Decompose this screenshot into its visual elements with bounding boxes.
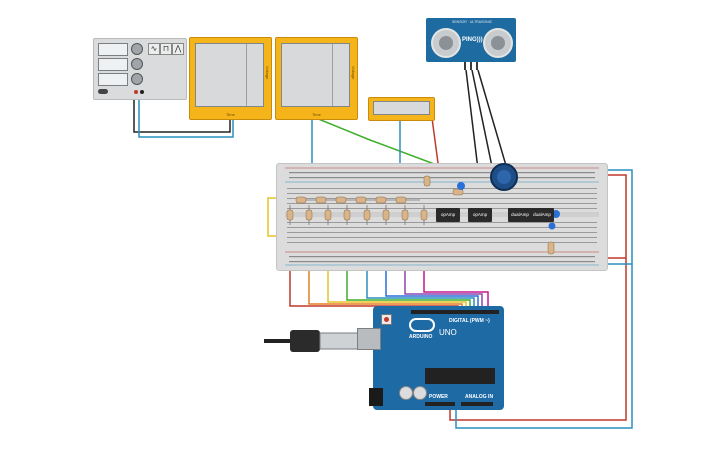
scope-voltage-label: Voltage [265, 66, 270, 80]
resistor[interactable] [343, 209, 351, 221]
scope-trace [332, 44, 333, 106]
resistor[interactable] [420, 209, 428, 221]
resistor[interactable] [547, 241, 555, 255]
fg-terminal-red[interactable] [134, 90, 138, 94]
resistor[interactable] [295, 196, 307, 204]
arduino-uno[interactable]: DIGITAL (PWM ~) ARDUINO UNO POWER ANALOG… [357, 306, 504, 410]
usb-cable[interactable] [262, 326, 362, 356]
resistor[interactable] [375, 196, 387, 204]
resistor[interactable] [324, 209, 332, 221]
ping-pin [476, 62, 478, 70]
power-jack[interactable] [369, 388, 383, 406]
wire-blue-right[interactable] [455, 169, 633, 429]
ping-pin [464, 62, 466, 70]
opamp-ic-2[interactable]: opAmp [468, 208, 492, 222]
ping-top-text: SENSOR · ULTRASONIC [452, 20, 493, 24]
receiver-icon [483, 28, 513, 58]
resistor[interactable] [401, 209, 409, 221]
function-generator[interactable]: ∿ ⊓ ⋀ [93, 38, 187, 100]
opamp-ic-1[interactable]: opAmp [436, 208, 460, 222]
dualamp-ic-1[interactable]: dualAmp [508, 208, 532, 222]
arduino-brand: ARDUINO [409, 334, 433, 340]
capacitor-icon [399, 386, 413, 400]
resistor[interactable] [315, 196, 327, 204]
wire-blue-fgen[interactable] [138, 92, 234, 138]
power-label: POWER [429, 394, 448, 400]
resistor[interactable] [382, 209, 390, 221]
resistor[interactable] [286, 209, 294, 221]
fg-display-2 [98, 58, 128, 71]
arduino-model: UNO [439, 328, 457, 337]
digital-header[interactable] [411, 310, 499, 314]
fg-knob-1[interactable] [131, 43, 143, 55]
analog-header[interactable] [461, 402, 493, 406]
resistor[interactable] [423, 175, 431, 187]
capacitor[interactable] [548, 222, 556, 230]
sine-wave-button[interactable]: ∿ [148, 43, 160, 55]
wire-red-right[interactable] [449, 174, 627, 421]
power-header[interactable] [425, 402, 455, 406]
resistor[interactable] [335, 196, 347, 204]
wire-black-fgen[interactable] [133, 92, 231, 133]
reset-button[interactable] [381, 314, 392, 325]
potentiometer[interactable] [490, 163, 518, 191]
resistor[interactable] [355, 196, 367, 204]
fg-display-1 [98, 43, 128, 56]
fg-terminal-black[interactable] [140, 90, 144, 94]
ping-pin [470, 62, 472, 70]
usb-port[interactable] [357, 328, 381, 350]
scope-screen [195, 43, 264, 107]
dualamp-ic-2[interactable]: dualAmp [530, 208, 554, 222]
scope-voltage-label: Voltage [351, 66, 356, 80]
fg-knob-2[interactable] [131, 58, 143, 70]
scope-trace [246, 44, 247, 106]
capacitor[interactable] [457, 182, 465, 190]
power-switch[interactable] [98, 89, 108, 94]
microcontroller-chip [425, 368, 495, 384]
triangle-wave-button[interactable]: ⋀ [172, 43, 184, 55]
fg-display-3 [98, 73, 128, 86]
oscilloscope-right[interactable]: Voltage Time [275, 37, 358, 120]
capacitor[interactable] [552, 210, 560, 218]
scope-time-label: Time [312, 112, 321, 117]
resistor[interactable] [452, 188, 464, 196]
digital-label: DIGITAL (PWM ~) [449, 318, 490, 324]
oscilloscope-left[interactable]: Voltage Time [189, 37, 272, 120]
resistor[interactable] [363, 209, 371, 221]
fg-knob-3[interactable] [131, 73, 143, 85]
ping-model-label: PING))) [462, 37, 483, 43]
transmitter-icon [431, 28, 461, 58]
resistor[interactable] [305, 209, 313, 221]
analog-label: ANALOG IN [465, 394, 494, 400]
scope-screen [281, 43, 350, 107]
square-wave-button[interactable]: ⊓ [160, 43, 172, 55]
small-meter[interactable] [368, 97, 435, 121]
resistor[interactable] [395, 196, 407, 204]
ultrasonic-sensor[interactable]: SENSOR · ULTRASONIC PING))) [426, 18, 516, 70]
scope-time-label: Time [226, 112, 235, 117]
capacitor-icon [413, 386, 427, 400]
arduino-logo-icon [409, 318, 435, 332]
meter-screen [373, 101, 430, 115]
